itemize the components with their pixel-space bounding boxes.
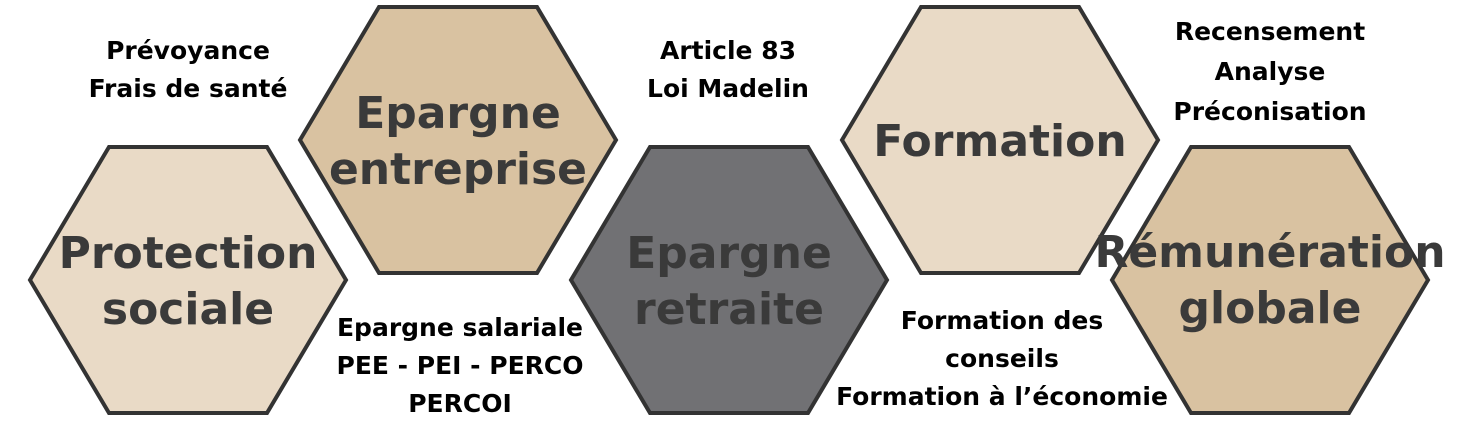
hexagon-shape <box>297 5 619 275</box>
note-line: Epargne salariale <box>336 313 583 342</box>
hexagon-title: Epargne <box>355 88 561 139</box>
note-line: conseils <box>945 344 1059 373</box>
hexagon-title: Protection <box>59 228 318 279</box>
hexagon-title: retraite <box>634 284 824 335</box>
hexagon-title: Epargne <box>626 228 832 279</box>
note-line: Recensement <box>1174 17 1366 46</box>
hexagon-title: Rémunération <box>1094 227 1445 278</box>
note-line: Prévoyance <box>106 36 270 65</box>
note-line: Loi Madelin <box>647 74 809 103</box>
hexagon-title: globale <box>1179 283 1362 334</box>
note-line: PERCOI <box>408 389 512 418</box>
note-line: Frais de santé <box>88 74 288 103</box>
hexagon-shape <box>1109 145 1431 415</box>
note-epargne-salariale: Epargne salariale PEE - PEI - PERCO PERC… <box>318 309 602 423</box>
hexagon-shape <box>839 5 1161 275</box>
note-prevoyance: Prévoyance Frais de santé <box>68 32 308 108</box>
note-line: Formation à l’économie <box>836 382 1168 411</box>
note-recensement: Recensement Analyse Préconisation <box>1150 12 1390 132</box>
hexagon-shape <box>27 145 349 415</box>
note-article83: Article 83 Loi Madelin <box>608 32 848 108</box>
hexagon-title: entreprise <box>329 144 587 195</box>
note-line: Formation des <box>900 306 1104 335</box>
note-formation-conseils: Formation des conseils Formation à l’éco… <box>832 302 1172 416</box>
hexagon-shape <box>568 145 890 415</box>
note-line: Préconisation <box>1173 97 1367 126</box>
hexagon-formation: Formation <box>839 5 1161 275</box>
note-line: Article 83 <box>659 36 797 65</box>
hexagon-title: Formation <box>873 116 1126 167</box>
hexagon-title: sociale <box>102 284 274 335</box>
note-line: PEE - PEI - PERCO <box>336 351 584 380</box>
note-line: Analyse <box>1214 57 1326 86</box>
